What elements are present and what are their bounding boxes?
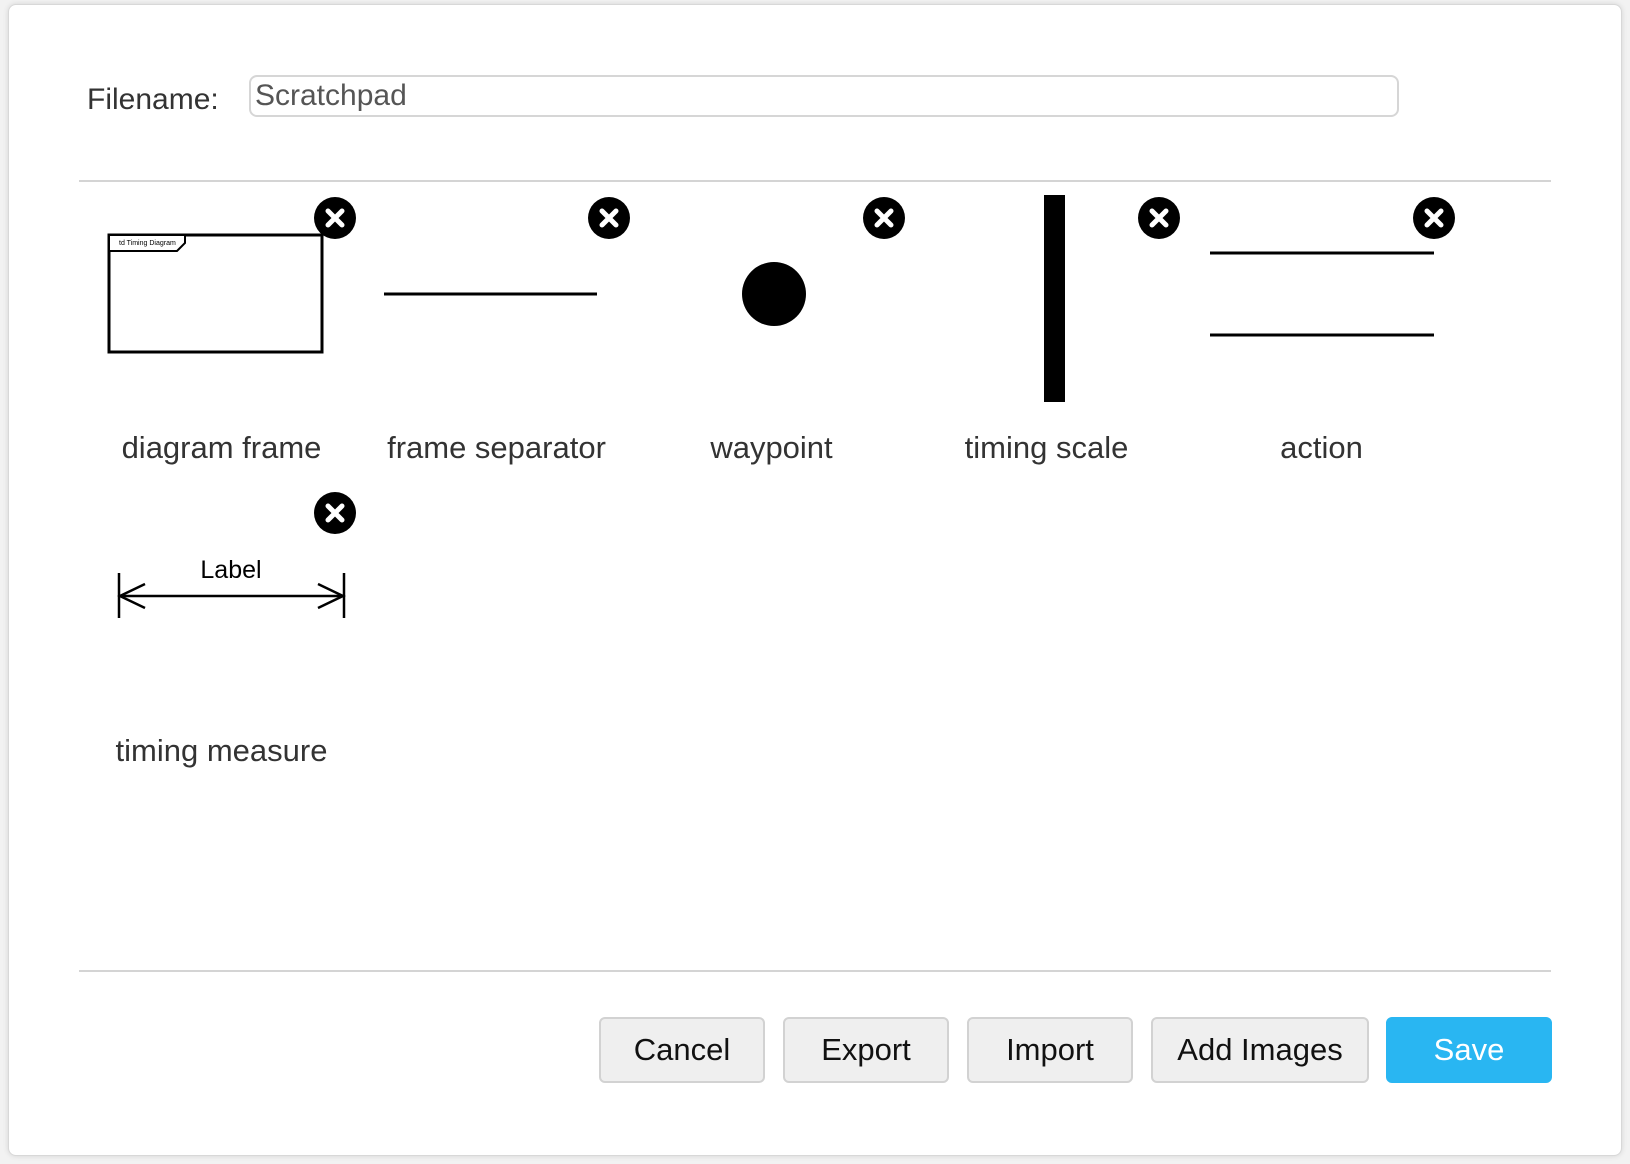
- close-icon: [599, 208, 619, 228]
- library-grid: td Timing Diagram diagram frame frame se…: [79, 185, 1551, 965]
- remove-item-button[interactable]: [314, 197, 356, 239]
- library-item-diagram-frame[interactable]: td Timing Diagram diagram frame: [79, 185, 364, 485]
- close-icon: [874, 208, 894, 228]
- top-divider: [79, 180, 1551, 182]
- add-images-button[interactable]: Add Images: [1151, 1017, 1369, 1083]
- remove-item-button[interactable]: [1138, 197, 1180, 239]
- remove-item-button[interactable]: [314, 492, 356, 534]
- timing-measure-label-text: Label: [200, 556, 261, 584]
- library-item-frame-separator[interactable]: frame separator: [354, 185, 639, 485]
- library-item-label: action: [1280, 430, 1363, 465]
- filename-input[interactable]: [249, 75, 1399, 117]
- timing-scale-preview: [904, 185, 1189, 415]
- cancel-button[interactable]: Cancel: [599, 1017, 765, 1083]
- remove-item-button[interactable]: [1413, 197, 1455, 239]
- library-item-label: timing scale: [964, 430, 1129, 465]
- remove-item-button[interactable]: [863, 197, 905, 239]
- scratchpad-dialog: Filename: td Timing Diagram diagram fram…: [8, 4, 1622, 1156]
- library-item-label: frame separator: [387, 430, 606, 465]
- library-item-timing-measure[interactable]: Label timing measure: [79, 488, 364, 788]
- library-item-action[interactable]: action: [1179, 185, 1464, 485]
- import-button[interactable]: Import: [967, 1017, 1133, 1083]
- timing-measure-preview: Label: [79, 488, 364, 718]
- library-item-label: waypoint: [710, 430, 833, 465]
- library-item-label: diagram frame: [121, 430, 322, 465]
- close-icon: [1149, 208, 1169, 228]
- save-button[interactable]: Save: [1386, 1017, 1552, 1083]
- close-icon: [325, 503, 345, 523]
- export-button[interactable]: Export: [783, 1017, 949, 1083]
- close-icon: [325, 208, 345, 228]
- waypoint-preview: [629, 185, 914, 415]
- bottom-divider: [79, 970, 1551, 972]
- library-item-waypoint[interactable]: waypoint: [629, 185, 914, 485]
- diagram-frame-preview: td Timing Diagram: [79, 185, 364, 415]
- diagram-frame-tab-text: td Timing Diagram: [119, 240, 176, 247]
- frame-separator-preview: [354, 185, 639, 415]
- remove-item-button[interactable]: [588, 197, 630, 239]
- close-icon: [1424, 208, 1444, 228]
- library-item-timing-scale[interactable]: timing scale: [904, 185, 1189, 485]
- library-item-label: timing measure: [115, 733, 328, 768]
- filename-label: Filename:: [87, 83, 219, 116]
- action-preview: [1179, 185, 1464, 415]
